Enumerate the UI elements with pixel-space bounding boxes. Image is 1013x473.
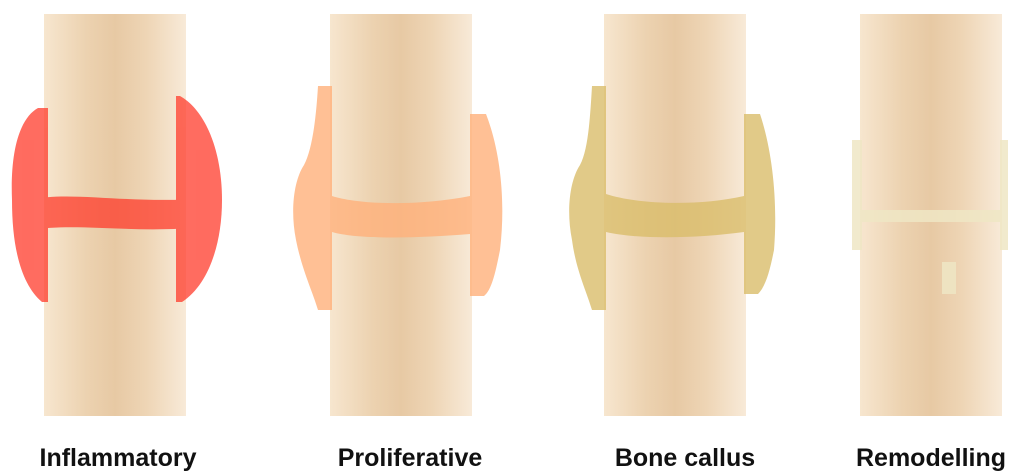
stage-label-inflammatory: Inflammatory (40, 446, 197, 471)
stage-label-proliferative: Proliferative (338, 446, 483, 471)
inflammatory-stage (12, 14, 222, 416)
stage-label-bone-callus: Bone callus (615, 446, 755, 471)
stage-label-remodelling: Remodelling (856, 446, 1006, 471)
proliferative-stage (293, 14, 502, 416)
remodelling-stage (852, 14, 1008, 416)
bone-callus-stage (569, 14, 775, 416)
